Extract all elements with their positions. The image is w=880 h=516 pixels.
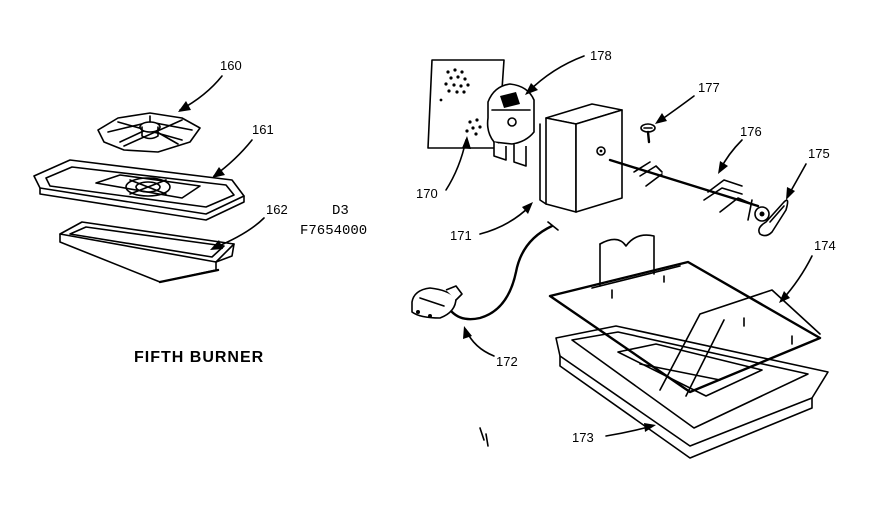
leader-178 xyxy=(525,55,585,95)
leader-160 xyxy=(178,75,223,112)
leader-171 xyxy=(479,202,533,235)
label-176: 176 xyxy=(740,124,762,139)
part-171-rotisserie-motor xyxy=(539,103,623,213)
model-number: F7654000 xyxy=(300,223,367,239)
label-171: 171 xyxy=(450,228,472,243)
leader-170 xyxy=(445,136,471,191)
label-177: 177 xyxy=(698,80,720,95)
label-174: 174 xyxy=(814,238,836,253)
stray-mark xyxy=(479,427,489,447)
leader-176 xyxy=(718,139,743,174)
part-162-lower-tray xyxy=(59,221,235,284)
part-172-power-cord xyxy=(411,221,559,321)
label-172: 172 xyxy=(496,354,518,369)
leader-177 xyxy=(655,95,695,124)
leader-172 xyxy=(463,326,495,357)
leader-173 xyxy=(605,423,656,437)
part-178-motor-bracket xyxy=(486,83,535,167)
leader-162 xyxy=(210,217,265,250)
leader-175 xyxy=(786,163,807,200)
label-160: 160 xyxy=(220,58,242,73)
part-175-handle xyxy=(754,199,789,237)
label-161: 161 xyxy=(252,122,274,137)
part-160-burner-grate xyxy=(97,112,201,153)
part-161-burner-box xyxy=(33,159,245,221)
section-title: FIFTH BURNER xyxy=(134,349,264,366)
part-177-screw xyxy=(640,123,656,144)
label-178: 178 xyxy=(590,48,612,63)
part-173-broiler-pan xyxy=(555,325,829,459)
label-173: 173 xyxy=(572,430,594,445)
part-176-spit-rod xyxy=(608,158,760,221)
label-162: 162 xyxy=(266,202,288,217)
label-175: 175 xyxy=(808,146,830,161)
leader-174 xyxy=(779,255,813,303)
part-170-mounting-plate xyxy=(427,59,505,149)
part-174-wire-rack xyxy=(548,234,822,397)
label-170: 170 xyxy=(416,186,438,201)
leader-161 xyxy=(212,139,253,178)
diagram-code: D3 xyxy=(332,203,349,219)
